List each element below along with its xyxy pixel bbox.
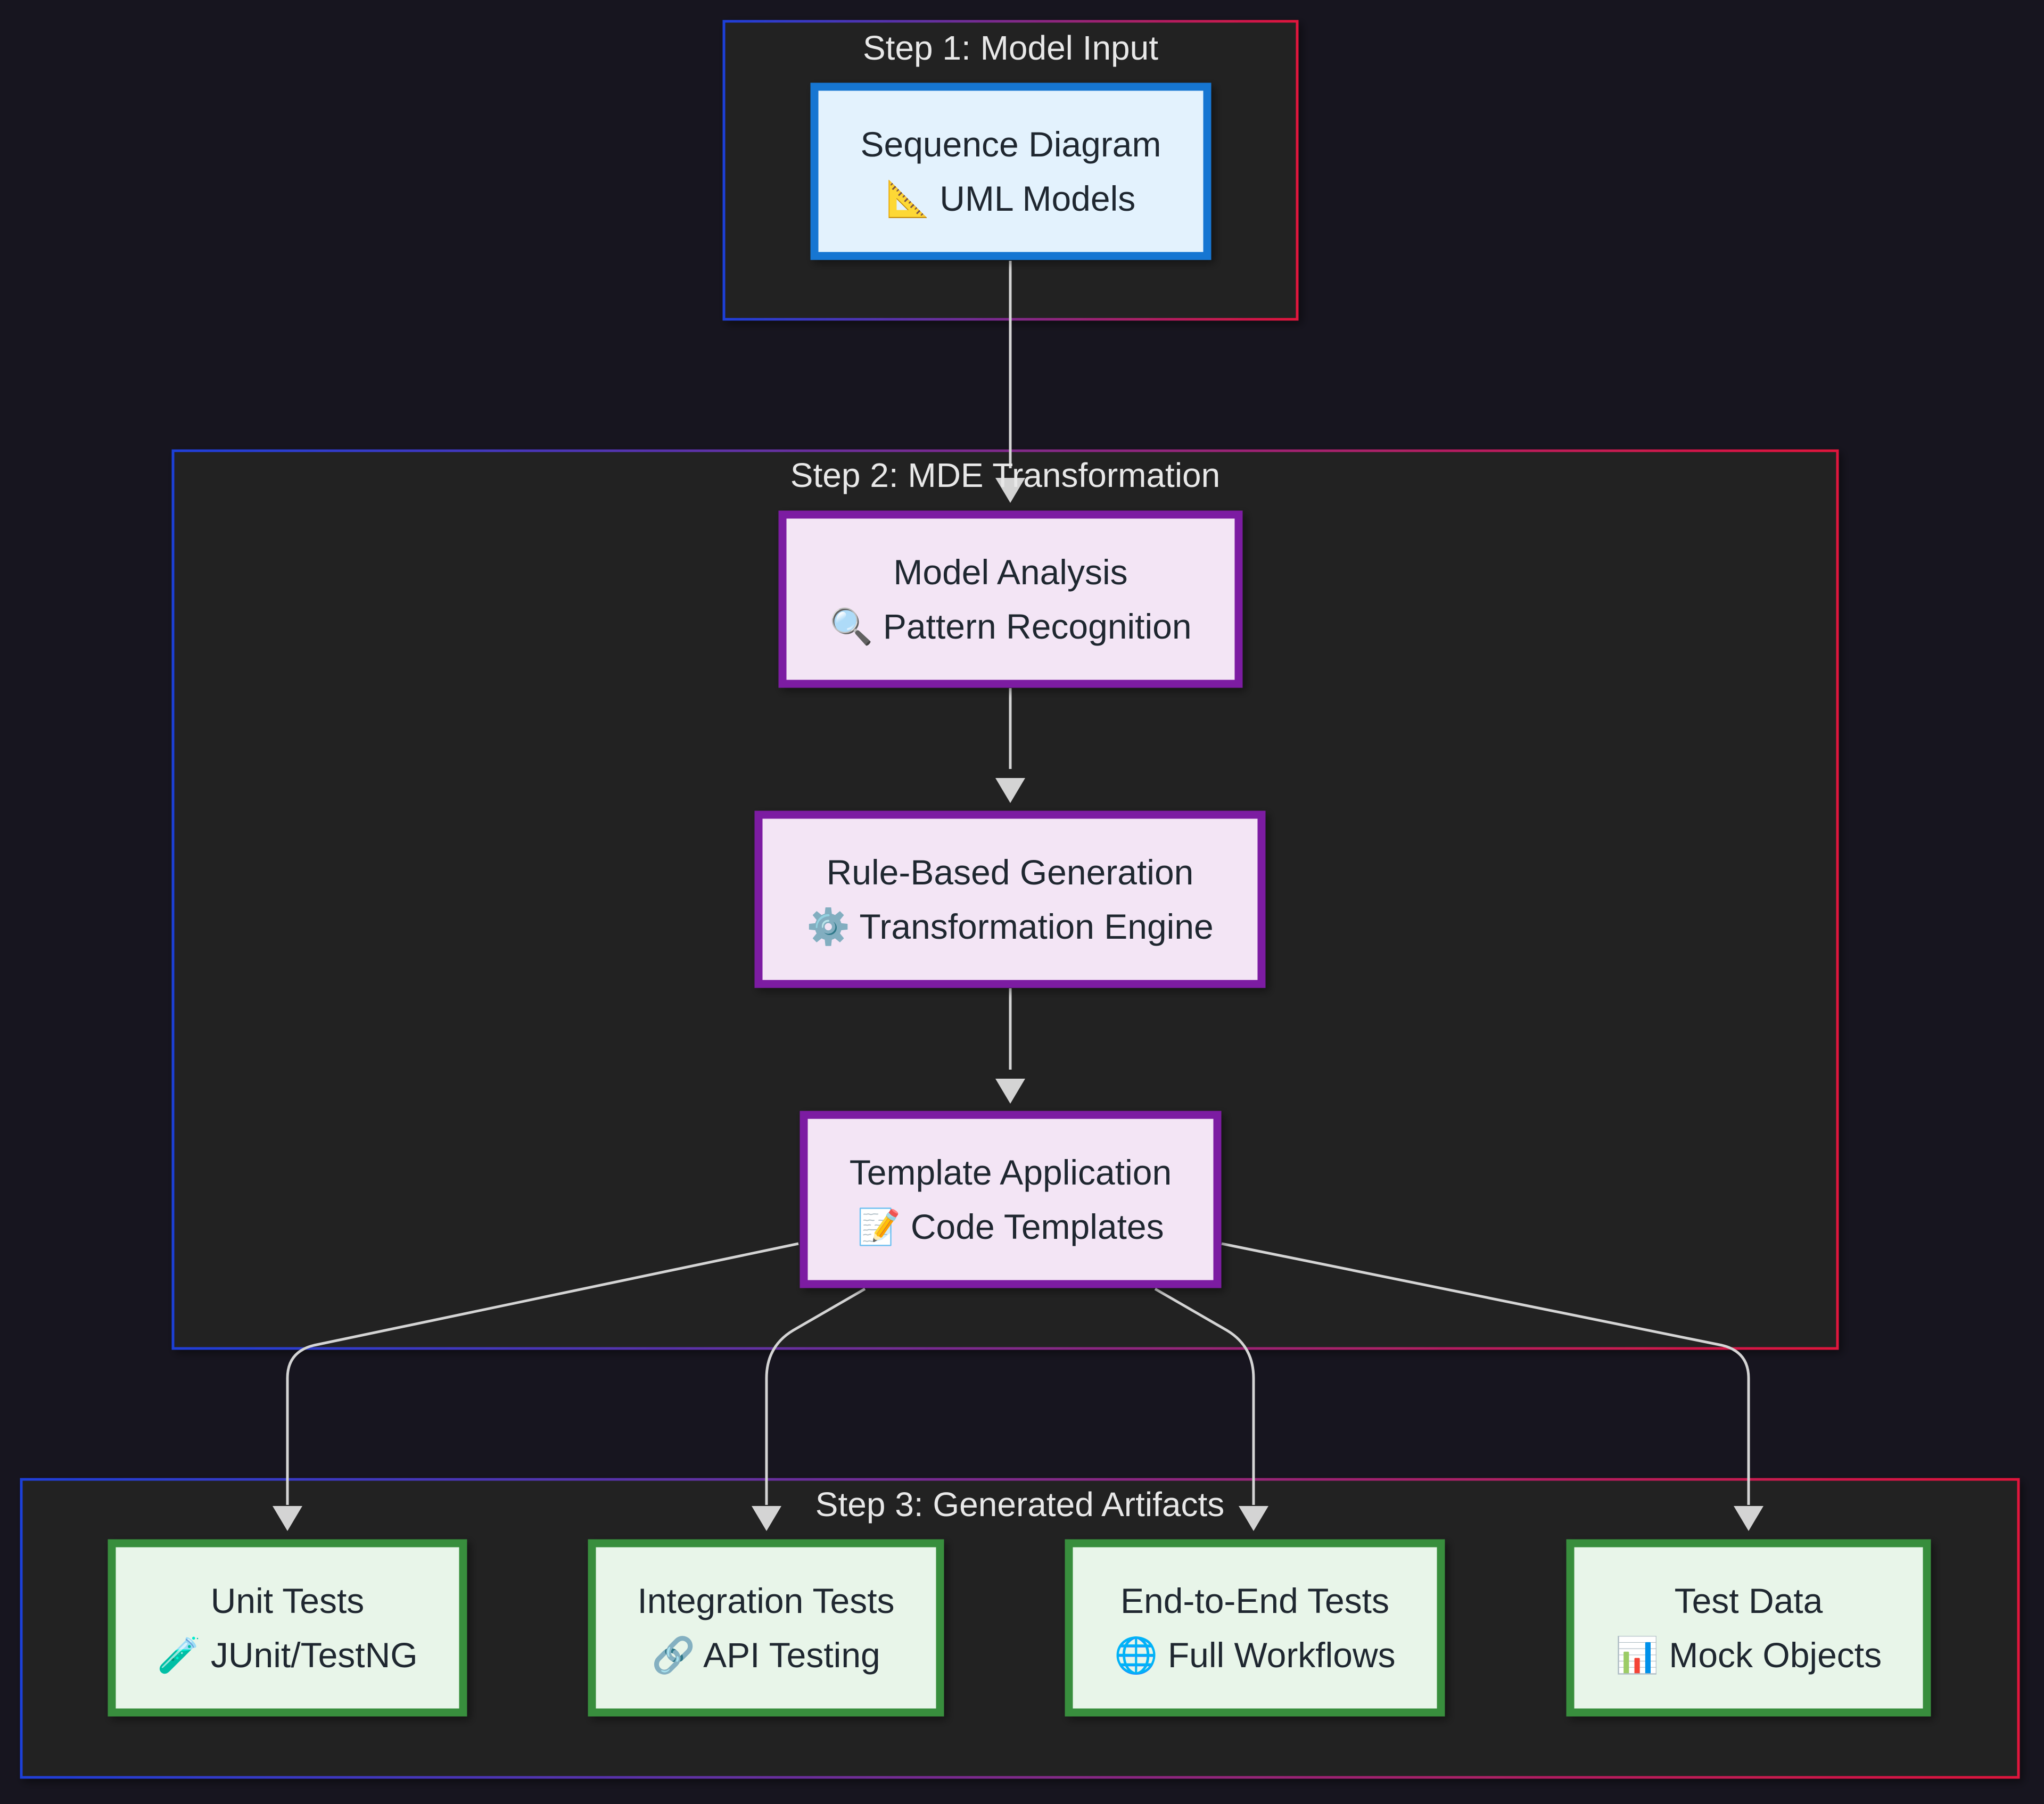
node-title: Unit Tests bbox=[210, 1581, 365, 1620]
node-title: Sequence Diagram bbox=[860, 125, 1161, 164]
node-subtitle-link-icon: 🔗 API Testing bbox=[652, 1635, 880, 1675]
node-subtitle-test-tube-icon: 🧪 JUnit/TestNG bbox=[157, 1635, 418, 1675]
node-title: Rule-Based Generation bbox=[826, 853, 1194, 892]
node-integration-tests[interactable]: Integration Tests 🔗 API Testing bbox=[592, 1543, 940, 1712]
arrowhead-rule bbox=[995, 778, 1025, 803]
node-subtitle-bar-chart-icon: 📊 Mock Objects bbox=[1615, 1635, 1882, 1675]
node-title: Model Analysis bbox=[893, 552, 1128, 592]
edge-template-to-testdata bbox=[1221, 1242, 1750, 1505]
node-rule-generation[interactable]: Rule-Based Generation ⚙️ Transformation … bbox=[759, 815, 1262, 984]
cluster-step2-title: Step 2: MDE Transformation bbox=[790, 456, 1221, 494]
edge-template-to-integration bbox=[765, 1287, 866, 1505]
cluster-step1-title: Step 1: Model Input bbox=[862, 29, 1159, 67]
node-subtitle-memo-icon: 📝 Code Templates bbox=[857, 1207, 1164, 1246]
edge-template-to-e2e bbox=[1154, 1287, 1255, 1505]
arrowhead-unit bbox=[273, 1506, 302, 1531]
node-rule-generation-box[interactable] bbox=[754, 810, 1266, 988]
node-title: Test Data bbox=[1674, 1581, 1823, 1620]
node-test-data-box[interactable] bbox=[1566, 1539, 1931, 1717]
node-model-analysis-box[interactable] bbox=[778, 510, 1243, 688]
node-title: End-to-End Tests bbox=[1120, 1581, 1390, 1620]
arrowhead-template bbox=[995, 1079, 1025, 1104]
node-e2e-tests[interactable]: End-to-End Tests 🌐 Full Workflows bbox=[1069, 1543, 1441, 1712]
node-subtitle-gear-icon: ⚙️ Transformation Engine bbox=[806, 907, 1214, 946]
node-subtitle-magnifier-icon: 🔍 Pattern Recognition bbox=[829, 607, 1192, 646]
node-template-application[interactable]: Template Application 📝 Code Templates bbox=[804, 1115, 1217, 1284]
node-sequence-diagram-box[interactable] bbox=[810, 82, 1211, 260]
arrowhead-testdata bbox=[1734, 1506, 1763, 1531]
arrowhead-integration bbox=[752, 1506, 781, 1531]
node-unit-tests-box[interactable] bbox=[108, 1539, 467, 1717]
node-e2e-tests-box[interactable] bbox=[1065, 1539, 1445, 1717]
cluster-step3-title: Step 3: Generated Artifacts bbox=[815, 1485, 1225, 1524]
node-title: Integration Tests bbox=[637, 1581, 895, 1620]
node-unit-tests[interactable]: Unit Tests 🧪 JUnit/TestNG bbox=[112, 1543, 463, 1712]
node-integration-tests-box[interactable] bbox=[588, 1539, 944, 1717]
edge-template-to-unit bbox=[286, 1242, 799, 1505]
node-subtitle-globe-icon: 🌐 Full Workflows bbox=[1114, 1635, 1396, 1675]
node-sequence-diagram[interactable]: Sequence Diagram 📐 UML Models bbox=[814, 87, 1207, 256]
arrowhead-analysis bbox=[995, 478, 1025, 503]
node-model-analysis[interactable]: Model Analysis 🔍 Pattern Recognition bbox=[782, 515, 1239, 684]
node-subtitle-triangular-ruler-icon: 📐 UML Models bbox=[886, 179, 1136, 218]
node-test-data[interactable]: Test Data 📊 Mock Objects bbox=[1570, 1543, 1927, 1712]
node-title: Template Application bbox=[849, 1153, 1172, 1192]
node-template-application-box[interactable] bbox=[800, 1111, 1222, 1288]
arrowhead-e2e bbox=[1239, 1506, 1268, 1531]
